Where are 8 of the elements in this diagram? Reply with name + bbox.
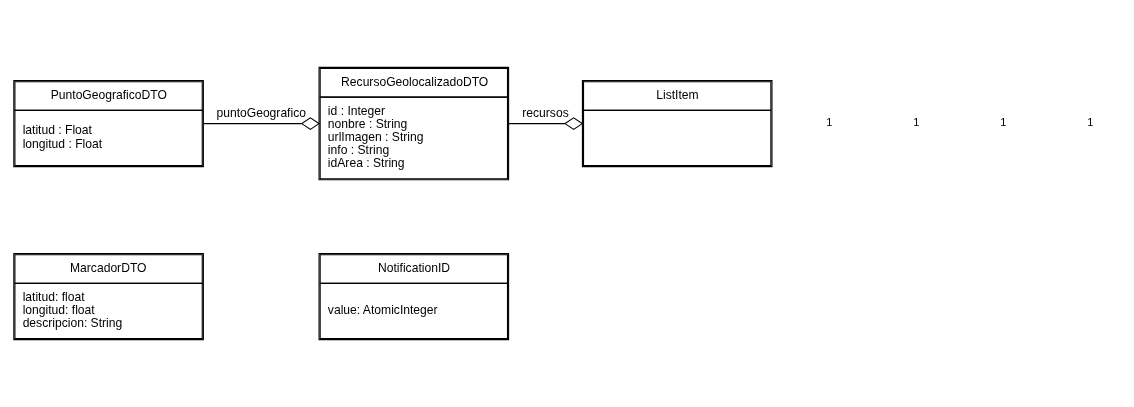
edge-label: recursos: [522, 105, 569, 120]
connector: [202, 117, 320, 130]
label: 1: [826, 116, 833, 129]
label: 1: [913, 116, 920, 129]
connector: [508, 117, 584, 130]
label: 1: [1087, 116, 1094, 129]
label: 1: [1000, 116, 1007, 129]
edge-label: puntoGeografico: [216, 105, 306, 120]
